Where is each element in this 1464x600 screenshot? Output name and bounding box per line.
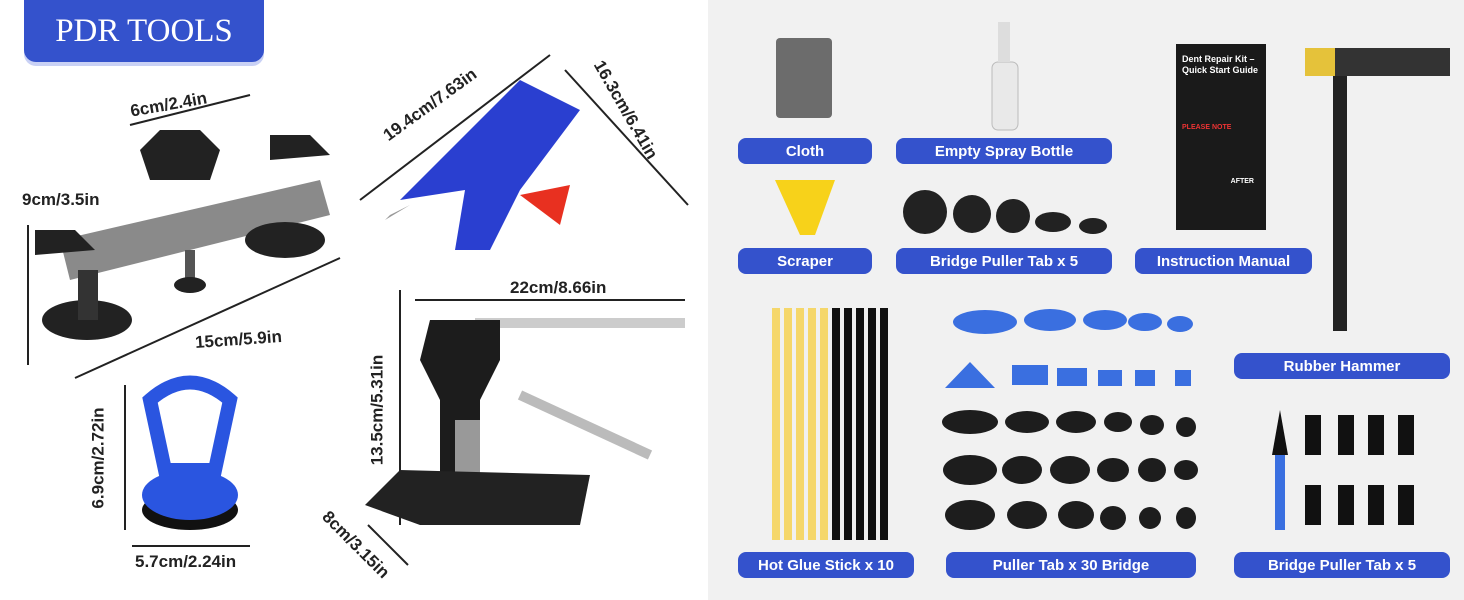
hammer-image <box>1305 48 1450 331</box>
cloth-image <box>776 38 832 118</box>
dim-lifter-height: 13.5cm/5.31in <box>367 354 387 466</box>
dimension-lines <box>27 54 689 566</box>
manual-heading: Dent Repair Kit – Quick Start Guide <box>1182 54 1259 75</box>
scraper-image <box>775 180 835 235</box>
page-title: PDR TOOLS <box>24 0 264 62</box>
bridge-tabs-tools-image <box>1272 410 1414 530</box>
manual-after: AFTER <box>1230 178 1254 185</box>
label-bridge-tabs: Bridge Puller Tab x 5 <box>896 248 1112 274</box>
label-puller-tabs: Puller Tab x 30 Bridge <box>946 552 1196 578</box>
dent-lifter-image <box>365 318 685 525</box>
dim-bridge-height: 9cm/3.5in <box>22 190 100 209</box>
glue-sticks-image <box>772 308 888 540</box>
instruction-manual-image: Dent Repair Kit – Quick Start Guide PLEA… <box>1176 44 1266 230</box>
puller-tabs-image <box>942 309 1198 530</box>
spray-bottle-image <box>991 22 1019 131</box>
suction-cup-image <box>142 375 238 530</box>
bridge-tabs-image <box>903 190 1107 234</box>
bridge-puller-image <box>35 130 330 340</box>
dim-suction-height: 6.9cm/2.72in <box>88 407 108 509</box>
label-rubber-hammer: Rubber Hammer <box>1234 353 1450 379</box>
dim-lifter-length: 22cm/8.66in <box>510 278 607 297</box>
manual-note: PLEASE NOTE <box>1182 124 1232 131</box>
glue-gun-image <box>385 80 580 250</box>
label-scraper: Scraper <box>738 248 872 274</box>
label-instruction-manual: Instruction Manual <box>1135 248 1312 274</box>
label-bridge-tabs-2: Bridge Puller Tab x 5 <box>1234 552 1450 578</box>
label-cloth: Cloth <box>738 138 872 164</box>
label-glue-sticks: Hot Glue Stick x 10 <box>738 552 914 578</box>
label-spray-bottle: Empty Spray Bottle <box>896 138 1112 164</box>
dim-suction-width: 5.7cm/2.24in <box>135 552 237 571</box>
